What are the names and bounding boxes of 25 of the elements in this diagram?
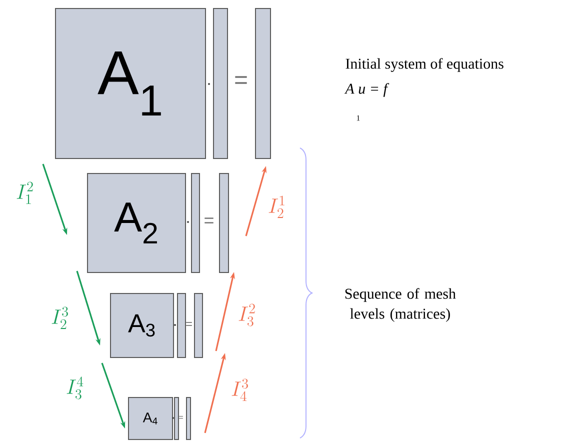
edge-label: $I_1^2$ xyxy=(16,182,33,204)
equals-sign: = xyxy=(186,322,192,326)
equals-sign: = xyxy=(179,416,183,419)
edge-label: $I_4^3$ xyxy=(232,378,248,401)
vector-bar xyxy=(255,8,271,159)
vector-bar xyxy=(194,293,203,358)
equation-text: A u = f xyxy=(344,83,390,97)
vector-bar xyxy=(213,8,228,159)
equals-sign: = xyxy=(235,76,247,84)
matrix-box: A$_{2}$ xyxy=(87,173,186,273)
description-text: Initial system of equations xyxy=(346,58,504,72)
vector-bar xyxy=(186,397,191,440)
vector-bar xyxy=(177,293,186,358)
vector-bar xyxy=(174,397,179,440)
edge-label: $I_3^4$ xyxy=(66,376,84,400)
edge-label: $I_2^1$ xyxy=(268,196,284,218)
edge-label: $I_3^2$ xyxy=(238,304,255,326)
vector-bar xyxy=(191,173,200,273)
matrix-box: A$_{1}$ xyxy=(55,8,206,159)
edge-label: $I_2^3$ xyxy=(52,306,68,329)
equals-sign: = xyxy=(204,218,214,224)
vector-bar xyxy=(219,173,229,273)
subscript-text: 1 xyxy=(356,115,360,121)
matrix-box: A$_{3}$ xyxy=(110,293,174,358)
description-text: Sequence of mesh levels (matrices) xyxy=(345,288,456,322)
